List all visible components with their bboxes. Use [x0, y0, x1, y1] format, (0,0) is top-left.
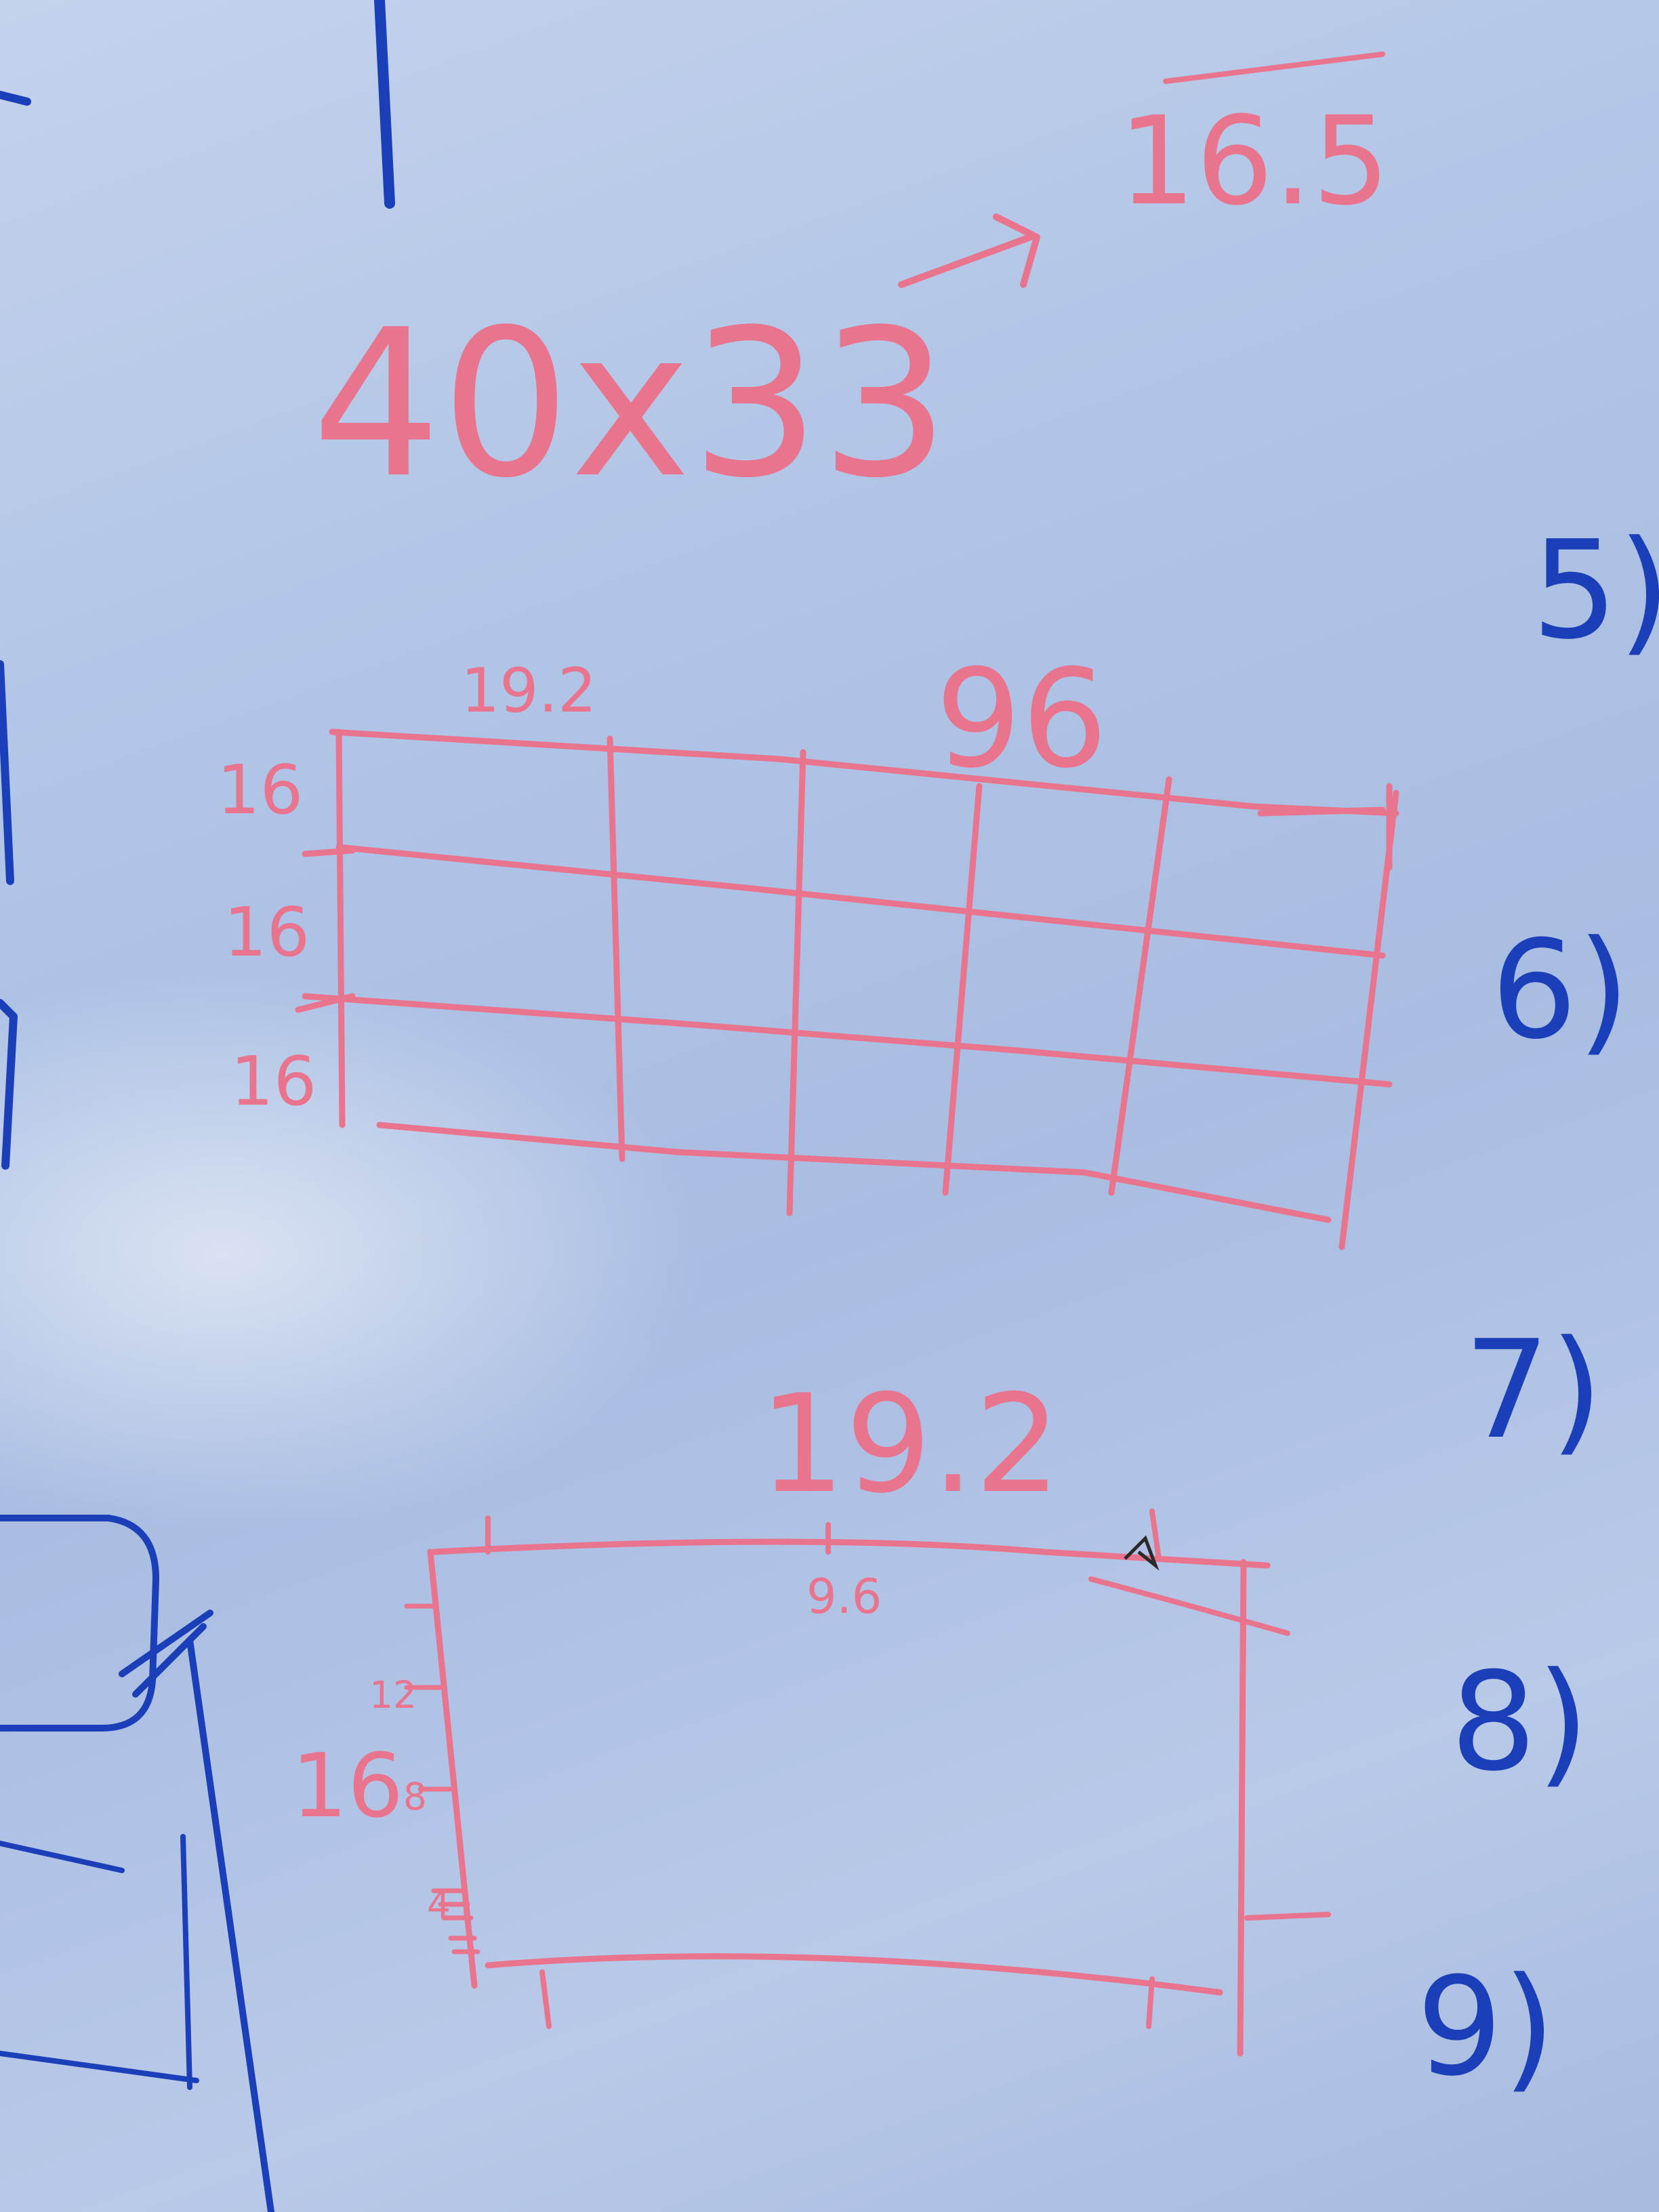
step-number-6: 6)	[1491, 912, 1630, 1069]
result-note: 16.5	[1118, 91, 1390, 232]
grid-diagram: 19.2 96 16 16 16	[217, 640, 1399, 1250]
step-numbers: 5) 6) 7) 8) 9)	[1416, 512, 1659, 2106]
step-number-5: 5)	[1532, 512, 1659, 670]
row-height-label-1: 16	[217, 750, 303, 830]
blue-sketch	[0, 1515, 274, 2212]
total-width-label: 96	[935, 640, 1108, 798]
half-mark-label: 9.6	[806, 1569, 882, 1624]
row-height-label-2: 16	[224, 893, 310, 972]
column-width-label: 19.2	[461, 655, 596, 726]
panel-diagram: 19.2 9.6 16 12 8 4	[291, 1366, 1331, 2057]
panel-width-label: 19.2	[759, 1366, 1061, 1523]
row-height-label-3: 16	[230, 1042, 316, 1121]
side-tick-label-12: 12	[369, 1673, 417, 1717]
step-number-7: 7)	[1464, 1311, 1603, 1469]
step-number-9: 9)	[1416, 1948, 1555, 2106]
pen-scribble	[1124, 1535, 1160, 1571]
underline-stroke	[1163, 52, 1385, 84]
arrow-icon	[898, 213, 1040, 288]
side-tick-label-8: 8	[403, 1775, 427, 1818]
dims-note: 40x33	[312, 286, 949, 523]
panel-height-label: 16	[291, 1734, 403, 1837]
step-number-8: 8)	[1450, 1643, 1589, 1801]
blue-edge-marks	[0, 0, 395, 1170]
